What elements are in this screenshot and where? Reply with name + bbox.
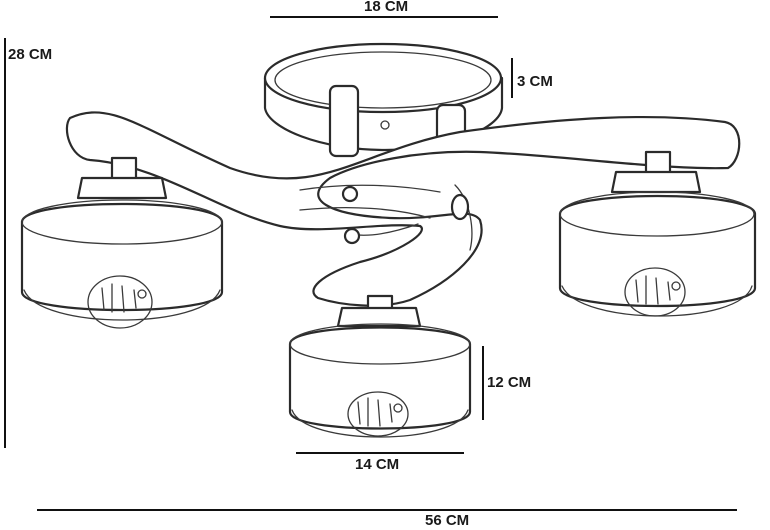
top-width-label: 18 CM — [364, 0, 409, 15]
left-lamp-shade — [20, 156, 224, 329]
total-width-label: 56 CM — [425, 512, 470, 529]
center-lamp-shade — [288, 294, 472, 438]
shade-height-label: 12 CM — [487, 374, 532, 391]
ceiling-canopy — [263, 42, 504, 158]
height-label: 28 CM — [8, 46, 53, 63]
base-depth-label: 3 CM — [517, 73, 553, 90]
lamp-arm — [65, 111, 741, 307]
shade-width-label: 14 CM — [355, 456, 400, 473]
right-lamp-shade — [558, 150, 757, 317]
